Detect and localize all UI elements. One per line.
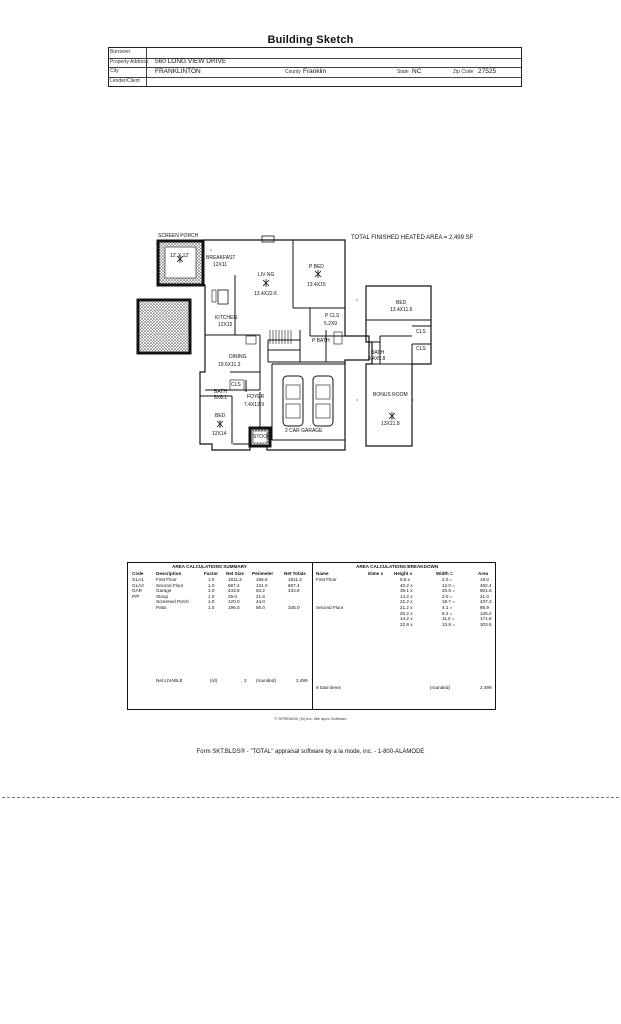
bath2-dim: 8.4X5.8 [368, 356, 386, 362]
zip-label: Zip Code [453, 68, 474, 75]
summary-title: AREA CALCULATIONS SUMMARY [172, 564, 247, 569]
garage-label: 2 CAR GARAGE [285, 428, 323, 434]
breakfast-dim: 12X11 [213, 262, 228, 268]
bed3-label: BED [396, 300, 407, 306]
breakdown-header-area: Area [478, 571, 489, 576]
net-livable-total: 2,499 [296, 678, 308, 683]
page-divider [2, 797, 619, 798]
subject-header-table: Borrower Property Address 560 LONG VIEW … [108, 47, 522, 87]
stoop-label: STOOP [253, 434, 271, 440]
pcls-dim: 5.2X9 [324, 321, 338, 327]
bed1-dim: 13.4X15 [307, 282, 326, 288]
bath-dim: 8X8.1 [214, 395, 228, 401]
kitchen-label: KITCHEN [215, 315, 237, 321]
living-dim: 13.4X22.6 [254, 291, 277, 297]
breakdown-header-height: Height x [394, 571, 413, 576]
total-heated-area: TOTAL FINISHED HEATED AREA = 2,499 SF [351, 235, 474, 241]
summary-header-description: Description [156, 571, 182, 576]
foyer-dim: 7.4X12.9 [244, 402, 265, 408]
cls-label: CLS [231, 382, 241, 388]
lender-label: Lender/Client [110, 77, 140, 84]
summary-header-netsize: Net Size [226, 571, 244, 576]
copyright-line: © SFREMOD (N) Inc. title apex Software [274, 716, 347, 721]
form-footer: Form SKT.BLDS® - "TOTAL" appraisal softw… [196, 749, 425, 755]
bed2-dim: 12X14 [212, 431, 227, 437]
page-title: Building Sketch [267, 34, 354, 46]
summary-header-code: Code [132, 571, 144, 576]
dining-dim: 19.6X11.3 [218, 362, 241, 368]
breakdown-title: AREA CALCULATIONS BREAKDOWN [356, 564, 439, 569]
porch-dim: 12' X 12' [170, 253, 190, 259]
breakdown-total: 2,499 [480, 685, 492, 690]
county-value: Franklin [303, 67, 327, 75]
city-label: City [110, 68, 119, 74]
pbath-label: P BATH [312, 338, 330, 344]
state-value: NC [412, 67, 422, 75]
living-label: LIV NG [258, 272, 275, 278]
zip-value: 27525 [478, 67, 497, 75]
cls2-label: CLS [416, 329, 426, 335]
screen-porch-label: SCREEN PORCH [158, 233, 199, 239]
breakfast-label: BREAKFAST [206, 255, 236, 261]
state-label: State [397, 68, 409, 75]
breakdown-header-width: Width = [436, 571, 453, 576]
bed1-label: P BED [309, 264, 324, 270]
bonus-label: BONUS ROOM [373, 392, 408, 398]
foyer-label: FOYER [247, 394, 265, 400]
kitchen-dim: 12X15 [218, 322, 233, 328]
bed2-label: BED [215, 413, 226, 419]
bath-label: BATH [214, 389, 227, 395]
bath2-label: BATH [371, 350, 384, 356]
breakdown-rounded-label: (rounded) [430, 685, 450, 690]
dining-label: DINING [229, 354, 247, 360]
net-livable-label: Net LIVABLE [156, 678, 183, 683]
pcls-label: P CLS [325, 313, 340, 319]
net-livable-unit: (rd) [210, 678, 218, 683]
total-items-label: 9 total items [316, 685, 341, 690]
net-livable-rounded: (rounded) [256, 678, 276, 683]
patio-outline [136, 298, 192, 355]
cls3-label: CLS [416, 346, 426, 352]
property-label: Property Address [110, 58, 149, 65]
summary-header-nettotals: Net Totals [284, 571, 306, 576]
city-value: FRANKLINTON [155, 67, 201, 75]
net-livable-count: 2 [244, 678, 247, 683]
breakdown-header-dime: Dime x [368, 571, 384, 576]
bed3-dim: 13.4X11.6 [390, 307, 413, 313]
property-value: 560 LONG VIEW DRIVE [155, 58, 227, 65]
breakdown-header-name: Name [316, 571, 329, 576]
bonus-dim: 13X21.8 [381, 421, 400, 427]
county-label: County [285, 68, 301, 75]
summary-header-perimeter: Perimeter [252, 571, 274, 576]
borrower-label: Borrower [110, 49, 131, 55]
summary-header-factor: Factor [204, 571, 219, 576]
area-calculations-table: AREA CALCULATIONS SUMMARY AREA CALCULATI… [127, 562, 496, 710]
